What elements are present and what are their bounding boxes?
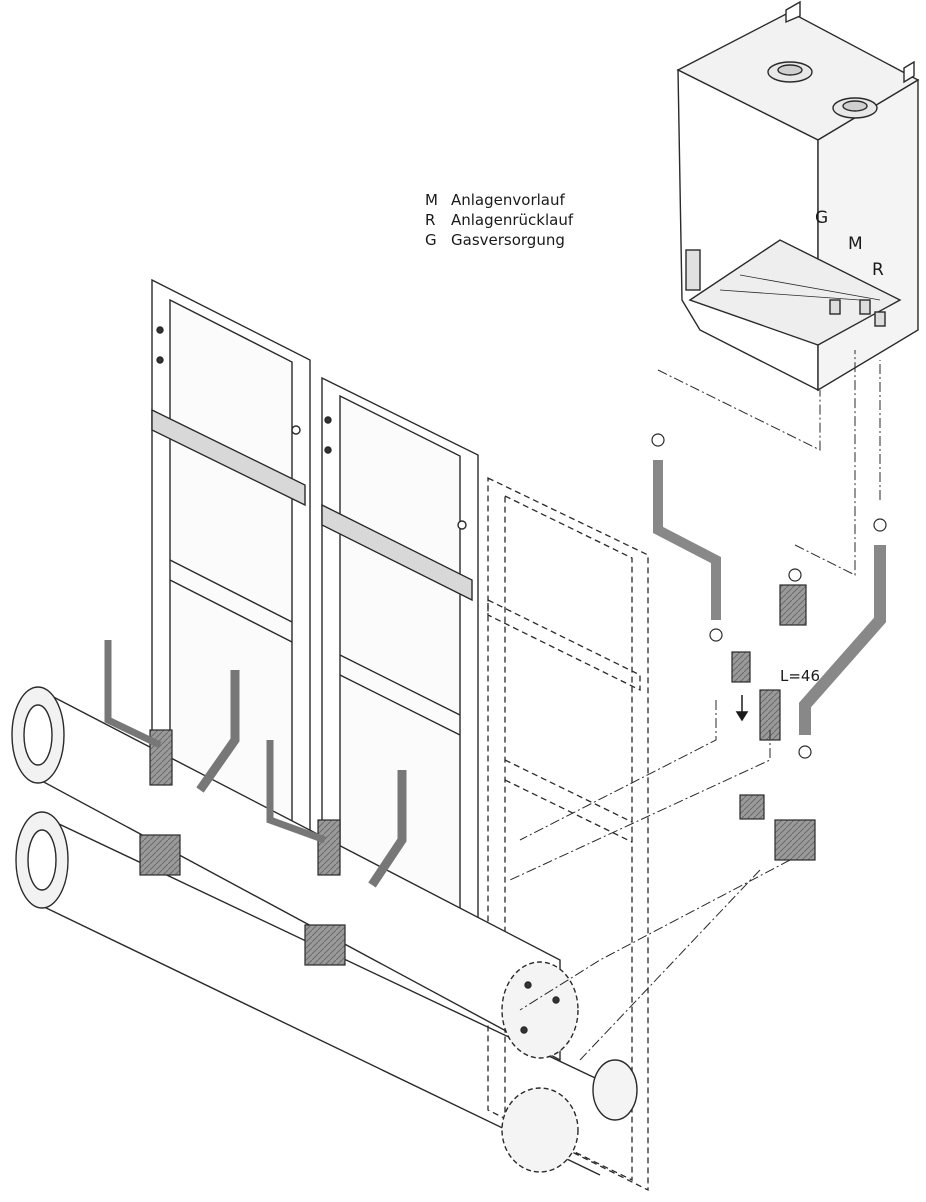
legend: M Anlagenvorlauf R Anlagenrücklauf G Gas… bbox=[425, 190, 573, 250]
mounting-frame-middle bbox=[321, 376, 479, 962]
boiler-unit bbox=[676, 0, 920, 392]
assembly-lines bbox=[509, 350, 881, 1061]
legend-key: R bbox=[425, 211, 436, 229]
dimension-label: L=46 bbox=[780, 667, 821, 685]
frame-left-crossbar bbox=[151, 408, 306, 507]
manifold-end-flange bbox=[501, 961, 579, 1059]
return-pipe-bent bbox=[799, 545, 886, 735]
valve-exploded bbox=[774, 819, 816, 861]
manifold-pipe-rear bbox=[15, 811, 638, 1176]
valve-group-left bbox=[104, 640, 240, 876]
connection-pipes-exploded bbox=[651, 433, 887, 861]
legend-text: Gasversorgung bbox=[451, 231, 565, 249]
mounting-tab-left bbox=[785, 0, 801, 24]
legend-key: G bbox=[425, 231, 437, 249]
connection-label-m: M bbox=[848, 234, 863, 254]
legend-row-g: G Gasversorgung bbox=[425, 230, 573, 250]
valve-group-middle bbox=[266, 740, 407, 966]
mounting-frame-dashed bbox=[487, 476, 649, 1192]
connection-label-g: G bbox=[815, 208, 829, 228]
connection-label-r: R bbox=[872, 260, 884, 280]
gas-pipe-bent bbox=[653, 460, 721, 620]
arrow-down-icon bbox=[735, 695, 749, 722]
mounting-tab-right bbox=[903, 60, 915, 84]
elbow-fitting bbox=[779, 584, 807, 626]
legend-text: Anlagenrücklauf bbox=[451, 211, 574, 229]
legend-row-m: M Anlagenvorlauf bbox=[425, 190, 573, 210]
legend-key: M bbox=[425, 191, 438, 209]
display-panel bbox=[685, 249, 701, 291]
boiler-bottom-plate bbox=[688, 239, 902, 346]
legend-row-r: R Anlagenrücklauf bbox=[425, 210, 573, 230]
legend-text: Anlagenvorlauf bbox=[451, 191, 565, 209]
frame-middle-crossbar bbox=[321, 503, 473, 602]
